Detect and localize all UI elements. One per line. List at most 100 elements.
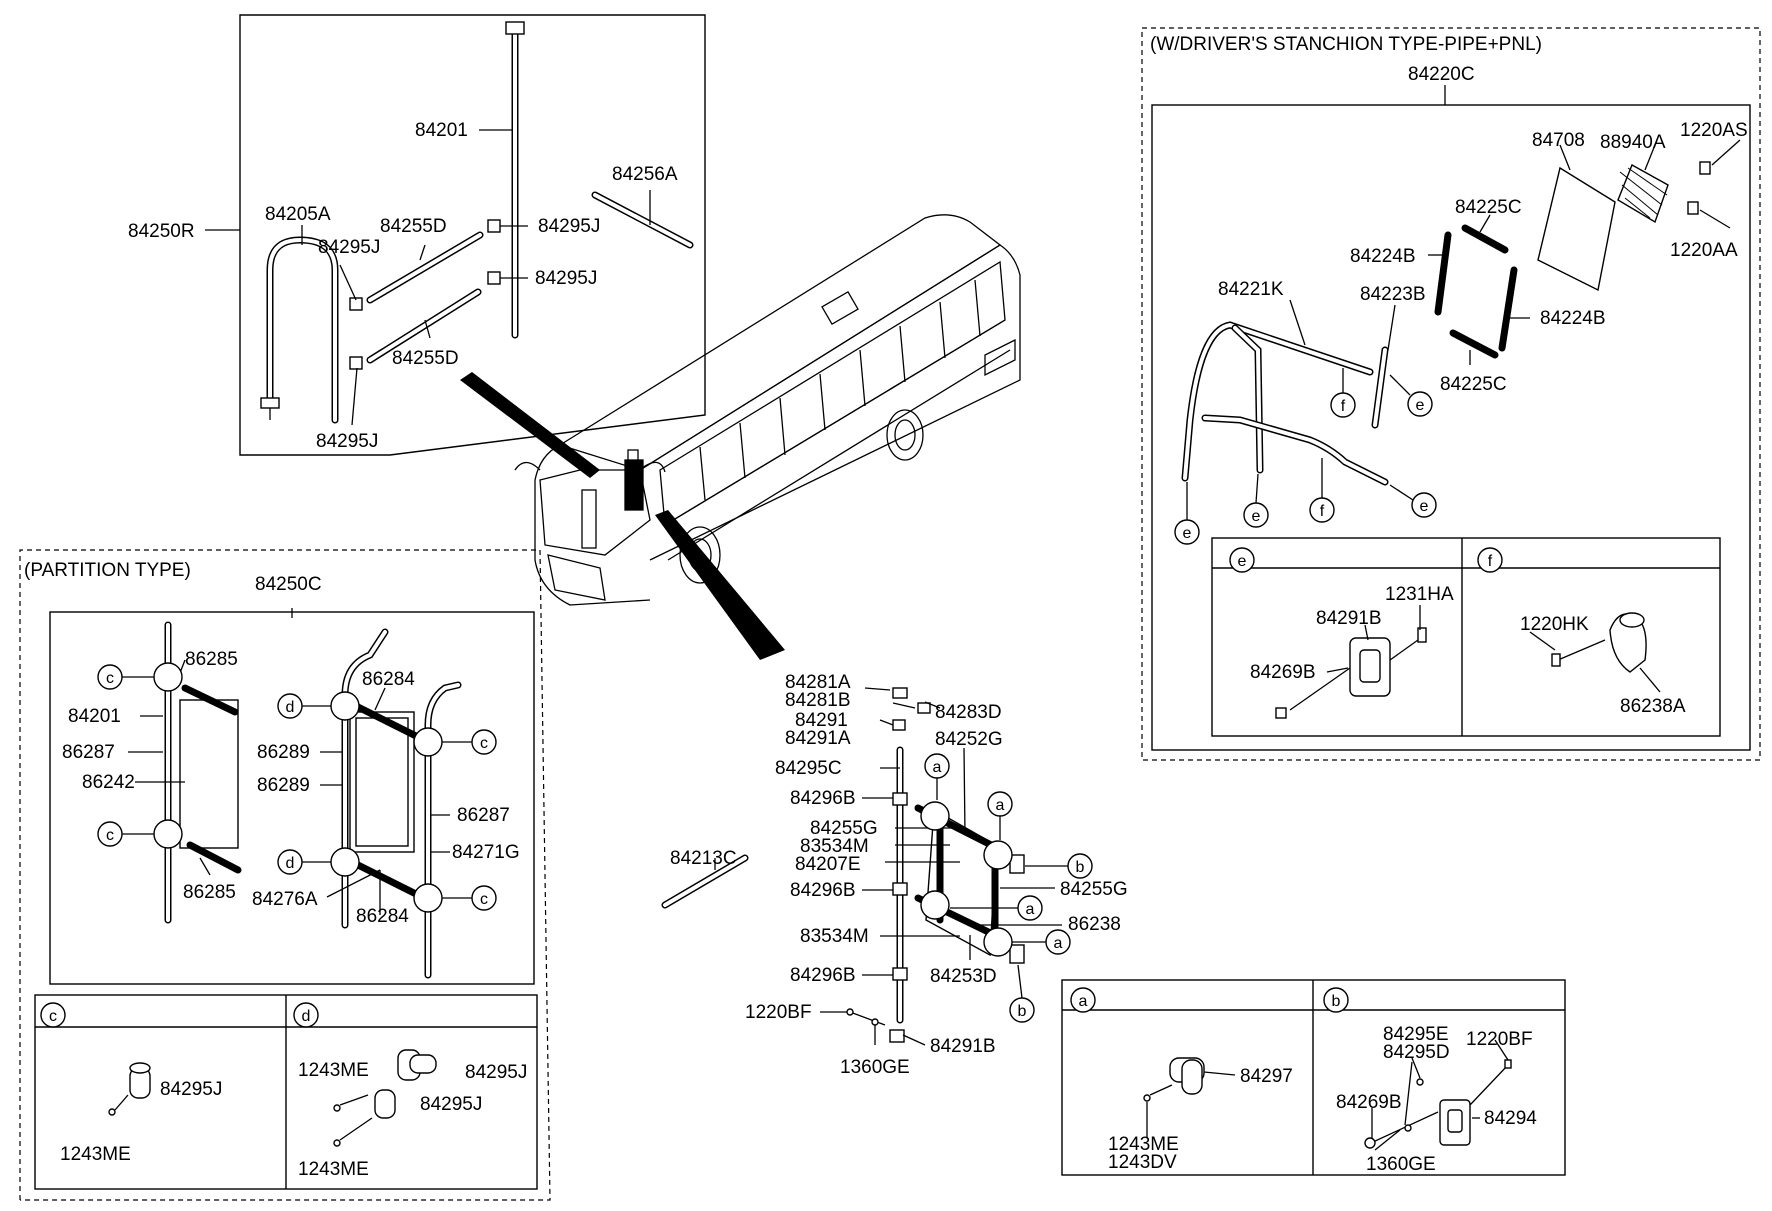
callout-b: b xyxy=(1025,853,1093,879)
part-label: 86238 xyxy=(1068,914,1121,935)
part-label: 84220C xyxy=(1408,64,1475,85)
part-label: 84294 xyxy=(1484,1108,1537,1129)
callout-a: a xyxy=(920,753,950,831)
part-label: 84291B xyxy=(930,1036,996,1057)
callout-d: d xyxy=(277,691,360,721)
part-label: 84252G xyxy=(935,729,1003,750)
part-label: 88940A xyxy=(1600,132,1666,153)
svg-text:e: e xyxy=(1238,553,1247,570)
bus-illustration xyxy=(514,214,1021,606)
part-label: 86287 xyxy=(457,805,510,826)
svg-text:e: e xyxy=(1420,498,1429,515)
part-label: 83534M xyxy=(800,836,869,857)
part-label: 84225C xyxy=(1455,197,1522,218)
svg-text:a: a xyxy=(1079,993,1088,1010)
detail-header-c: c xyxy=(40,1002,66,1028)
svg-text:e: e xyxy=(1183,525,1192,542)
part-label: 84250R xyxy=(128,221,195,242)
frames: (PARTITION TYPE) (W/DRIVER'S STANCHION T… xyxy=(19,14,1761,1201)
part-label: 86285 xyxy=(185,649,238,670)
part-label: 84295J xyxy=(420,1094,482,1115)
part-label: 84271G xyxy=(452,842,520,863)
frame-ef-detail xyxy=(1211,537,1721,737)
stanchion-type-title: (W/DRIVER'S STANCHION TYPE-PIPE+PNL) xyxy=(1150,34,1542,55)
svg-text:a: a xyxy=(996,797,1005,814)
svg-text:c: c xyxy=(480,735,488,752)
part-label: 84281A xyxy=(785,672,851,693)
svg-text:e: e xyxy=(1416,397,1425,414)
part-label: 1360GE xyxy=(1366,1154,1436,1175)
svg-text:b: b xyxy=(1018,1003,1027,1020)
callout-a: a xyxy=(920,890,1043,921)
svg-text:c: c xyxy=(106,670,114,687)
leader-lines xyxy=(128,85,1741,1151)
part-label: 86289 xyxy=(257,742,310,763)
detail-ab-parts xyxy=(1143,1057,1512,1149)
callout-e: e xyxy=(1243,473,1269,528)
pointer-arrow-bottom xyxy=(655,510,785,660)
callout-c: c xyxy=(97,662,183,692)
part-label: 84295J xyxy=(465,1062,527,1083)
part-label: 84255G xyxy=(810,818,878,839)
part-label: 84255G xyxy=(1060,879,1128,900)
part-label: 84224B xyxy=(1350,246,1416,267)
part-label: 84276A xyxy=(252,889,318,910)
part-label: 86289 xyxy=(257,775,310,796)
part-label: 86242 xyxy=(82,772,135,793)
detail-ef-parts xyxy=(1275,612,1647,719)
svg-text:d: d xyxy=(286,855,295,872)
detail-header-e: e xyxy=(1229,547,1255,573)
part-label: 84296B xyxy=(790,965,856,986)
part-label: 84205A xyxy=(265,204,331,225)
part-label: 1220AA xyxy=(1670,240,1738,261)
callout-f: f xyxy=(1309,458,1335,523)
part-label: 84295E xyxy=(1383,1024,1449,1045)
callout-f: f xyxy=(1330,368,1356,418)
part-label: 84295J xyxy=(316,431,378,452)
part-label: 84291B xyxy=(1316,608,1382,629)
callout-c: c xyxy=(413,883,497,913)
svg-text:b: b xyxy=(1332,993,1341,1010)
part-label: 84297 xyxy=(1240,1066,1293,1087)
part-label: 84295J xyxy=(318,237,380,258)
part-label: 84291A xyxy=(785,728,851,749)
part-label: 84295J xyxy=(538,216,600,237)
part-label: 1243ME xyxy=(298,1060,369,1081)
callout-e: e xyxy=(1174,482,1200,545)
detail-header-f: f xyxy=(1477,547,1503,573)
part-label: 84221K xyxy=(1218,279,1284,300)
svg-text:c: c xyxy=(49,1008,57,1025)
svg-text:a: a xyxy=(1054,935,1063,952)
callout-a: a xyxy=(983,791,1013,870)
svg-text:f: f xyxy=(1341,398,1346,415)
part-label: 1360GE xyxy=(840,1057,910,1078)
part-label: 86284 xyxy=(356,906,409,927)
part-label: 1243ME xyxy=(60,1144,131,1165)
part-label: 84295J xyxy=(160,1079,222,1100)
svg-text:c: c xyxy=(106,827,114,844)
part-label: 1220BF xyxy=(745,1002,812,1023)
part-label: 84250C xyxy=(255,574,322,595)
part-label: 86238A xyxy=(1620,696,1686,717)
assembly-84220c xyxy=(1181,161,1711,486)
part-label: 84253D xyxy=(930,966,997,987)
part-label: 84283D xyxy=(935,702,1002,723)
part-labels: 84201 84256A 84250R 84205A 84255D 84295J… xyxy=(60,64,1748,1180)
detail-header-d: d xyxy=(293,1002,319,1028)
part-label: 84269B xyxy=(1250,662,1316,683)
assembly-84250r xyxy=(260,21,694,424)
detail-cd-parts xyxy=(108,1049,437,1147)
part-label: 1220AS xyxy=(1680,120,1748,141)
svg-text:c: c xyxy=(480,891,488,908)
part-label: 1243ME xyxy=(1108,1134,1179,1155)
part-label: 84296B xyxy=(790,880,856,901)
svg-text:d: d xyxy=(286,699,295,716)
pointer-arrow-top xyxy=(460,372,600,478)
part-label: 84296B xyxy=(790,788,856,809)
part-label: 84223B xyxy=(1360,284,1426,305)
detail-header-b: b xyxy=(1323,987,1349,1013)
part-label: 1243DV xyxy=(1108,1152,1177,1173)
svg-text:f: f xyxy=(1488,553,1493,570)
part-label: 86284 xyxy=(362,669,415,690)
